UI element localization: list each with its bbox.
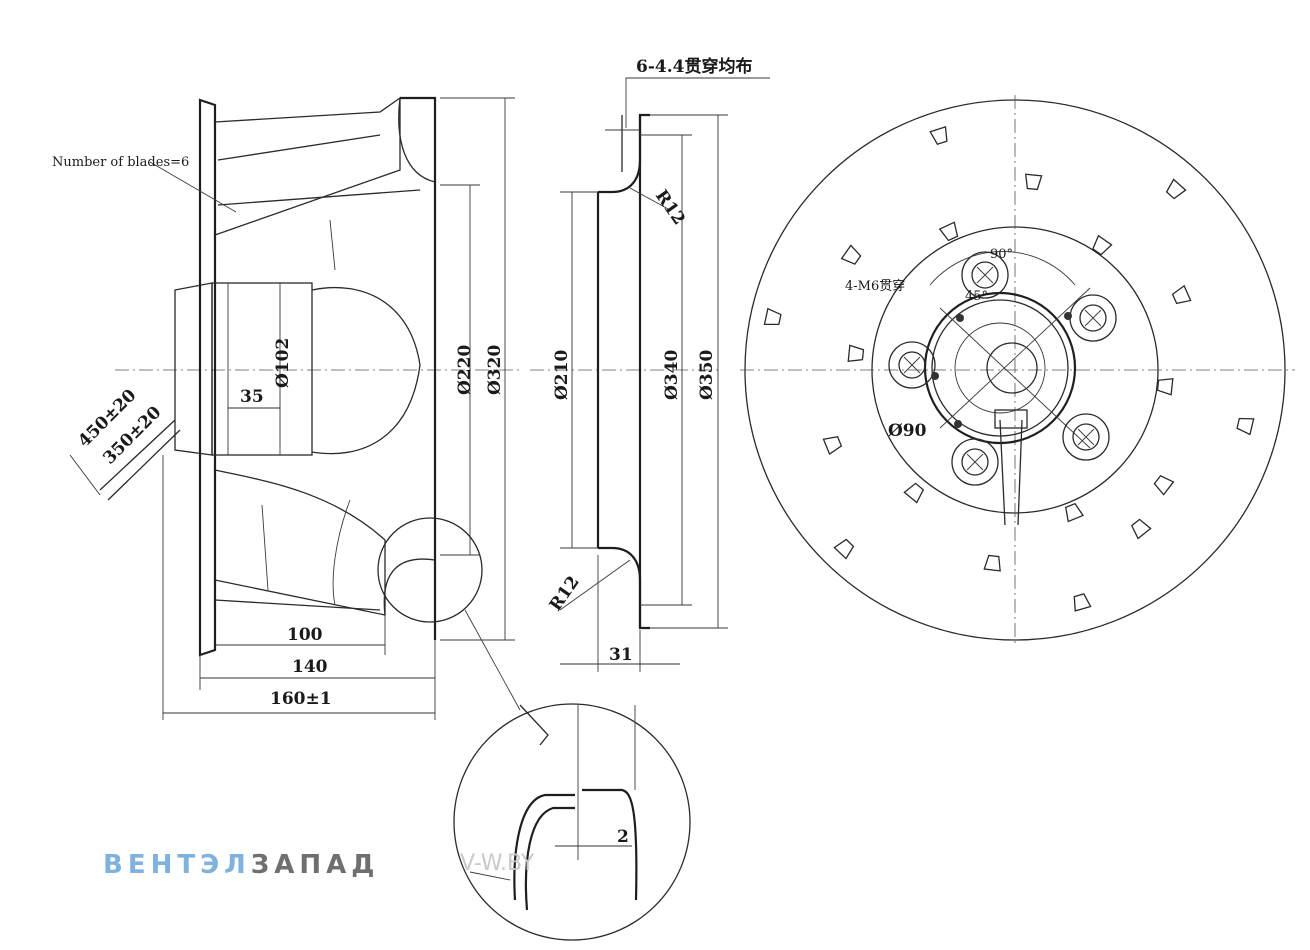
mounting-hole-icon	[763, 307, 782, 326]
inlet-ring-profile	[530, 77, 770, 672]
mounting-hole-icon	[1024, 173, 1043, 191]
watermark-part1: ВЕНТЭЛ	[103, 850, 251, 880]
mounting-hole-icon	[1073, 593, 1092, 612]
mounting-hole-icon	[1165, 178, 1187, 200]
mounting-hole-icon	[1153, 474, 1175, 496]
bolt-hole-icon	[956, 314, 964, 322]
dim-d340: Ø340	[662, 350, 682, 400]
bolt-hole-icon	[931, 372, 939, 380]
mounting-hole-icon	[903, 482, 925, 504]
dim-r12-bottom: R12	[546, 572, 584, 614]
dim-d320: Ø320	[485, 345, 505, 395]
mount-boss-icon	[951, 438, 999, 486]
mounting-hole-icon	[1171, 284, 1192, 305]
dim-d220: Ø220	[455, 345, 475, 395]
holes-note: 6-4.4贯穿均布	[636, 56, 752, 77]
dim-35: 35	[240, 387, 264, 407]
dim-31: 31	[609, 645, 633, 665]
mounting-hole-icon	[1156, 378, 1174, 396]
mounting-hole-icon	[1092, 234, 1113, 256]
mount-boss-icon	[888, 341, 936, 389]
dim-d350: Ø350	[697, 350, 717, 400]
mounting-hole-icon	[929, 126, 948, 145]
bolt-hole-icon	[1064, 312, 1072, 320]
mounting-hole-icon	[840, 244, 862, 265]
mounting-hole-icon	[983, 554, 1001, 572]
dim-100: 100	[287, 625, 323, 645]
mount-boss-icon	[1069, 294, 1117, 342]
watermark-part2: ЗАПАД	[251, 850, 380, 880]
mounting-hole-icon	[1064, 502, 1085, 523]
angle-90: 90°	[990, 247, 1013, 262]
dim-160: 160±1	[270, 689, 332, 709]
dim-140: 140	[292, 657, 328, 677]
blade-count-label: Number of blades=6	[52, 155, 189, 170]
front-view	[740, 95, 1295, 645]
watermark: ВЕНТЭЛЗАПАД	[103, 850, 379, 880]
bolt-hole-icon	[954, 420, 962, 428]
dim-d102: Ø102	[273, 338, 293, 388]
dim-2: 2	[617, 827, 629, 847]
mount-boss-icon	[961, 251, 1009, 299]
mounting-hole-icon	[847, 344, 865, 362]
mounting-hole-icon	[833, 538, 855, 560]
dim-r12-top: R12	[651, 186, 689, 228]
dim-d90: Ø90	[888, 421, 927, 441]
mounting-hole-icon	[1236, 417, 1255, 436]
mounting-hole-icon	[1130, 518, 1152, 540]
mount-boss-icon	[1062, 413, 1110, 461]
mounting-hole-icon	[822, 436, 843, 456]
angle-45: 45°	[965, 289, 988, 304]
dim-d210: Ø210	[552, 350, 572, 400]
mount-note: 4-M6贯穿	[845, 278, 905, 294]
mounting-hole-icon	[938, 221, 959, 242]
watermark-part3: V-W.BY	[460, 851, 535, 876]
side-view	[69, 96, 521, 720]
detail-view	[453, 703, 691, 941]
